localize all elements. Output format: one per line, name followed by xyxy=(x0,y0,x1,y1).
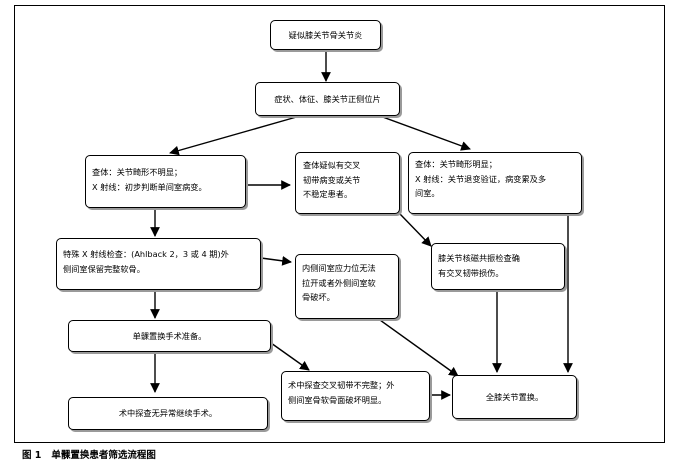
node-exam-obvious-line-2: X 射线：关节退变验证，病变累及多 xyxy=(415,173,547,184)
node-exam-mild-line-1: 查体：关节畸形不明显； xyxy=(92,167,183,177)
arrow-medial-tka xyxy=(379,319,459,377)
node-xray-special: 特殊 X 射线检查：(Ahlback 2，3 或 4 期)外 侧间室保留完整软骨… xyxy=(56,238,261,290)
arrow-symptoms-exam-obvious xyxy=(379,115,471,151)
node-mri-injury: 膝关节核磁共振检查确 有交叉韧带损伤。 xyxy=(431,243,565,290)
node-uka-prep: 单髁置换手术准备。 xyxy=(68,320,271,352)
figure-caption: 图 1 单髁置换患者筛选流程图 xyxy=(22,447,166,461)
node-medial-fail-line-3: 骨破坏。 xyxy=(302,292,335,302)
node-tka-text: 全膝关节置换。 xyxy=(485,391,544,402)
arrow-prep-intraop-incomplete xyxy=(270,342,310,371)
node-suspect-oa-text: 疑似膝关节骨关节炎 xyxy=(288,29,363,40)
node-ligament-suspect-line-1: 查体疑似有交叉 xyxy=(303,160,361,170)
figure-caption-number: 图 1 xyxy=(22,450,42,461)
node-intraop-incomplete: 术中探查交叉韧带不完整；外 侧间室骨软骨面破坏明显。 xyxy=(281,371,430,421)
node-ligament-suspect-line-2: 韧带病变或关节 xyxy=(303,174,361,185)
node-suspect-oa: 疑似膝关节骨关节炎 xyxy=(270,20,381,50)
node-exam-obvious: 查体：关节畸形明显； X 射线：关节退变验证，病变累及多 间室。 xyxy=(408,152,582,214)
node-xray-special-line-1: 特殊 X 射线检查：(Ahlback 2，3 或 4 期)外 xyxy=(63,249,229,259)
arrow-xray-medial xyxy=(260,255,292,266)
node-symptoms: 症状、体征、膝关节正侧位片 xyxy=(255,82,400,116)
node-exam-mild: 查体：关节畸形不明显； X 射线：初步判断单间室病变。 xyxy=(85,155,246,208)
node-medial-fail-line-2: 拉开或者外侧间室软 xyxy=(302,277,376,288)
node-tka: 全膝关节置换。 xyxy=(452,375,577,419)
node-medial-fail: 内侧间室应力位无法 拉开或者外侧间室软 骨破坏。 xyxy=(295,254,399,319)
node-mri-injury-line-2: 有交叉韧带损伤。 xyxy=(438,267,504,278)
node-mri-injury-line-1: 膝关节核磁共振检查确 xyxy=(438,253,520,263)
figure-frame xyxy=(14,5,665,443)
arrow-symptoms-exam-mild xyxy=(169,115,301,156)
node-uka-prep-text: 单髁置换手术准备。 xyxy=(132,330,207,341)
node-exam-obvious-line-1: 查体：关节畸形明显； xyxy=(415,159,497,169)
node-medial-fail-line-1: 内侧间室应力位无法 xyxy=(302,263,376,273)
node-intraop-ok-text: 术中探查无异常继续手术。 xyxy=(118,408,218,419)
node-intraop-incomplete-line-1: 术中探查交叉韧带不完整；外 xyxy=(288,380,395,390)
node-exam-mild-line-2: X 射线：初步判断单间室病变。 xyxy=(92,181,207,192)
node-exam-obvious-line-3: 间室。 xyxy=(415,188,440,198)
node-ligament-suspect-line-3: 不稳定患者。 xyxy=(303,189,353,199)
figure-caption-text: 单髁置换患者筛选流程图 xyxy=(51,450,156,461)
node-ligament-suspect: 查体疑似有交叉 韧带病变或关节 不稳定患者。 xyxy=(295,152,400,214)
node-xray-special-line-2: 侧间室保留完整软骨。 xyxy=(63,263,145,274)
node-intraop-ok: 术中探查无异常继续手术。 xyxy=(68,397,268,430)
node-symptoms-text: 症状、体征、膝关节正侧位片 xyxy=(274,93,381,104)
arrow-ligament-mri xyxy=(399,213,432,247)
node-intraop-incomplete-line-2: 侧间室骨软骨面破坏明显。 xyxy=(288,394,387,405)
